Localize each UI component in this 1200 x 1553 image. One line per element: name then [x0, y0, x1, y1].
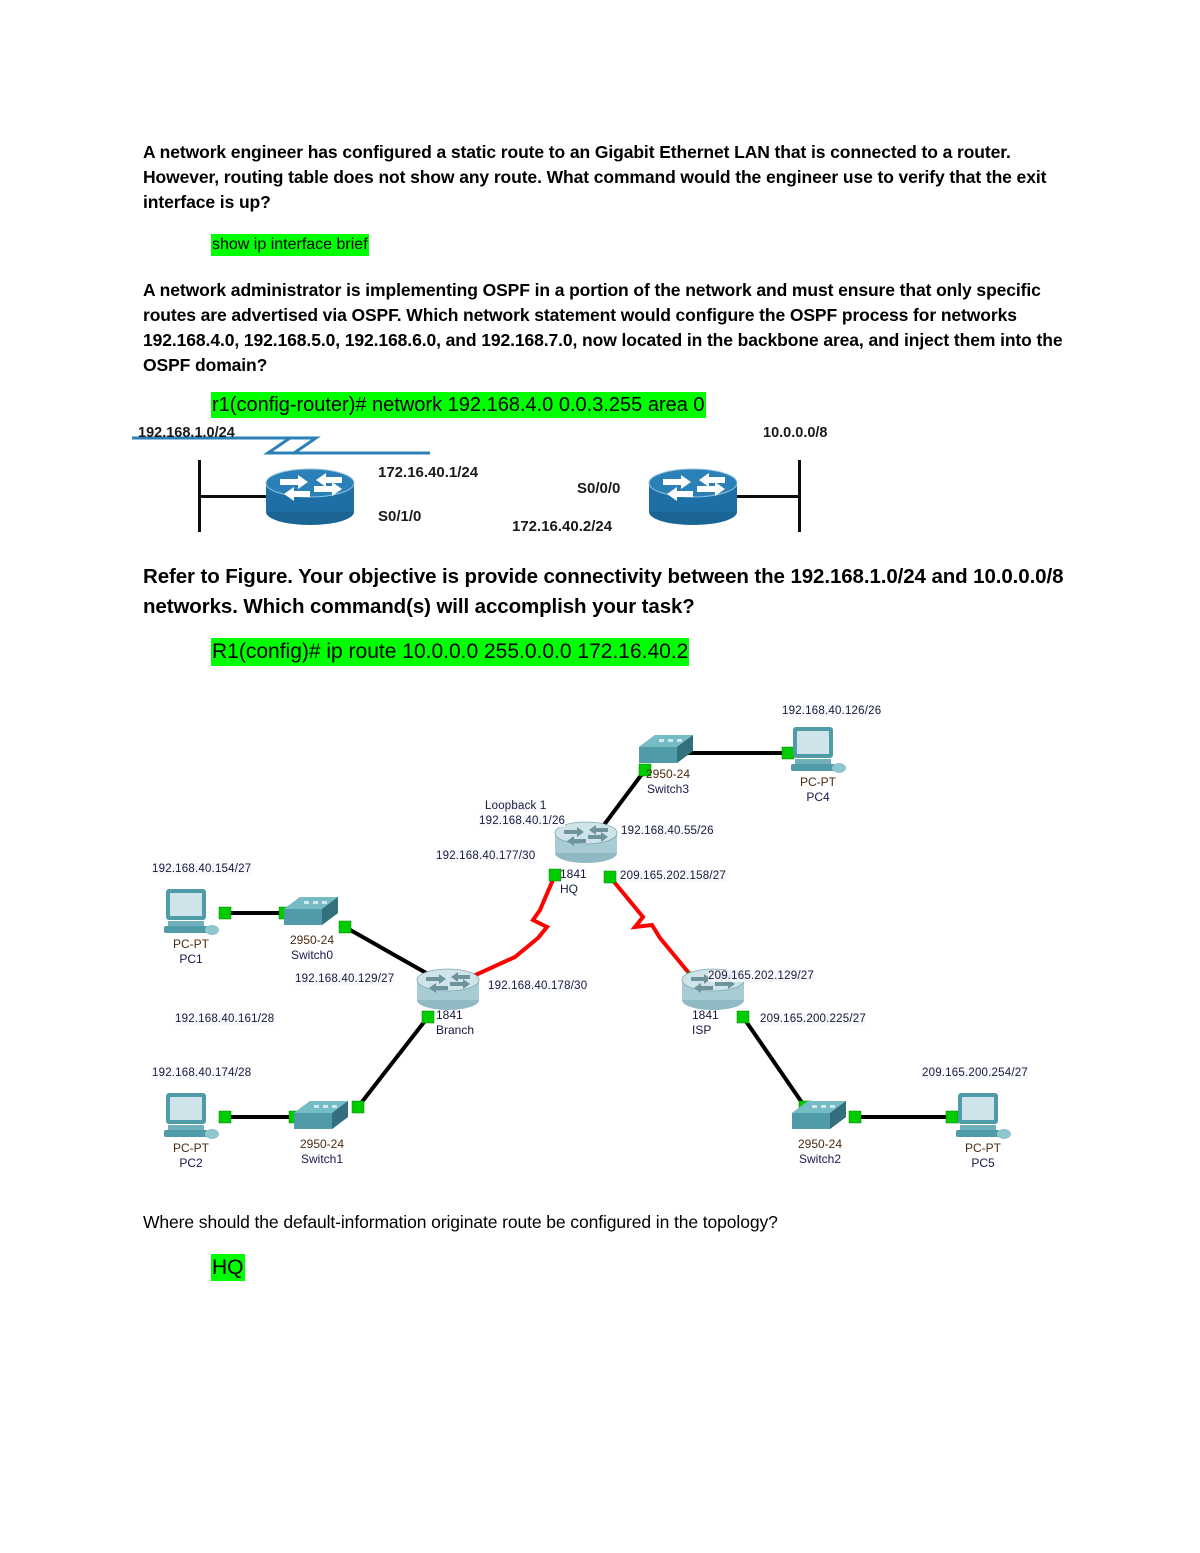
two-router-topology-figure: 192.168.1.0/24 10.0.0.0/8 172.16.40.1/24… [130, 425, 830, 550]
switch1-model: 2950-24 [299, 1137, 345, 1151]
figure1-right-lan-bar [798, 460, 801, 532]
isp-model: 1841 [692, 1008, 719, 1022]
switch2-icon [792, 1101, 846, 1129]
question-1-answer: show ip interface brief [211, 234, 369, 256]
pc1-label: PC-PT PC1 [145, 937, 237, 967]
pc5-label: PC-PT PC5 [937, 1141, 1029, 1171]
question-1-text: A network engineer has configured a stat… [143, 142, 1047, 212]
branch-router-icon [416, 968, 480, 1010]
switch1-name: Switch1 [300, 1152, 344, 1166]
hq-router-label: 1841 HQ [560, 867, 638, 897]
hq-model: 1841 [560, 867, 587, 881]
switch3-model: 2950-24 [645, 767, 691, 781]
question-4-text: Where should the default-information ori… [143, 1212, 778, 1232]
hq-loopback-ip: 192.168.40.1/26 [479, 815, 566, 827]
pc5-network-label: 209.165.200.254/27 [922, 1067, 1028, 1079]
pc2-name: PC2 [179, 1156, 203, 1170]
switch3-name: Switch3 [646, 782, 690, 796]
pc5-name: PC5 [971, 1156, 995, 1170]
pc5-model: PC-PT [965, 1141, 1001, 1155]
switch0-label: 2950-24 Switch0 [262, 933, 362, 963]
isp-name: ISP [692, 1023, 712, 1037]
hq-loopback-title: Loopback 1 [485, 800, 547, 812]
question-3-answer: R1(config)# ip route 10.0.0.0 255.0.0.0 … [211, 638, 690, 666]
switch2-label: 2950-24 Switch2 [770, 1137, 870, 1167]
hq-isp-link-label: 209.165.202.158/27 [620, 870, 726, 882]
figure1-left-lan-wire [198, 495, 268, 498]
figure1-left-router-ip-label: 172.16.40.1/24 [378, 464, 479, 481]
pc1-icon [164, 889, 219, 935]
figure1-left-router-icon [265, 468, 355, 525]
figure1-right-lan-wire [737, 495, 799, 498]
packet-tracer-topology-figure: 2950-24 Switch3 PC-PT PC4 192.168.40.126… [140, 695, 1100, 1205]
pc4-model: PC-PT [800, 775, 836, 789]
figure1-right-router-interface-label: S0/0/0 [577, 480, 621, 497]
hq-router-icon [554, 821, 618, 863]
hq-name: HQ [560, 882, 578, 896]
pc1-name: PC1 [179, 952, 203, 966]
branch-model: 1841 [436, 1008, 463, 1022]
pc4-icon [791, 727, 846, 773]
hq-lan-ip-label: 192.168.40.55/26 [621, 825, 714, 837]
figure1-right-router-icon [648, 468, 738, 525]
question-4-answer: HQ [211, 1254, 245, 1281]
switch0-model: 2950-24 [289, 933, 335, 947]
pc2-network-label: 192.168.40.174/28 [152, 1067, 252, 1079]
pc4-network-label: 192.168.40.126/26 [782, 705, 882, 717]
question-2-text: A network administrator is implementing … [143, 280, 1063, 375]
pc4-label: PC-PT PC4 [772, 775, 864, 805]
hq-branch-link-label: 192.168.40.177/30 [436, 850, 536, 862]
pc2-icon [164, 1093, 219, 1139]
pc1-network-label: 192.168.40.154/27 [152, 863, 252, 875]
switch3-label: 2950-24 Switch3 [618, 767, 718, 797]
pc2-label: PC-PT PC2 [145, 1141, 237, 1171]
pc5-icon [956, 1093, 1011, 1139]
question-2-answer: r1(config-router)# network 192.168.4.0 0… [211, 392, 706, 418]
figure1-left-network-label: 192.168.1.0/24 [138, 425, 235, 441]
switch1-icon [294, 1101, 348, 1129]
figure1-serial-link [132, 436, 430, 455]
switch0-name: Switch0 [290, 948, 334, 962]
pc4-name: PC4 [806, 790, 830, 804]
switch3-icon [639, 735, 693, 763]
question-3-text: Refer to Figure. Your objective is provi… [143, 565, 1064, 618]
branch-hq-link-label: 192.168.40.178/30 [488, 980, 588, 992]
branch-name: Branch [436, 1023, 475, 1037]
switch0-icon [284, 897, 338, 925]
isp-router-label: 1841 ISP [692, 1008, 752, 1038]
branch-switch0-link-label: 192.168.40.129/27 [295, 973, 395, 985]
pc1-model: PC-PT [173, 937, 209, 951]
switch2-name: Switch2 [798, 1152, 842, 1166]
isp-hq-link-label: 209.165.202.129/27 [708, 970, 814, 982]
isp-switch2-link-label: 209.165.200.225/27 [760, 1013, 866, 1025]
pc2-model: PC-PT [173, 1141, 209, 1155]
figure1-right-network-label: 10.0.0.0/8 [763, 425, 828, 441]
figure1-right-router-ip-label: 172.16.40.2/24 [512, 518, 613, 535]
switch2-model: 2950-24 [797, 1137, 843, 1151]
switch1-label: 2950-24 Switch1 [272, 1137, 372, 1167]
branch-switch1-link-label: 192.168.40.161/28 [175, 1013, 275, 1025]
figure1-left-router-interface-label: S0/1/0 [378, 508, 422, 525]
branch-router-label: 1841 Branch [436, 1008, 516, 1038]
